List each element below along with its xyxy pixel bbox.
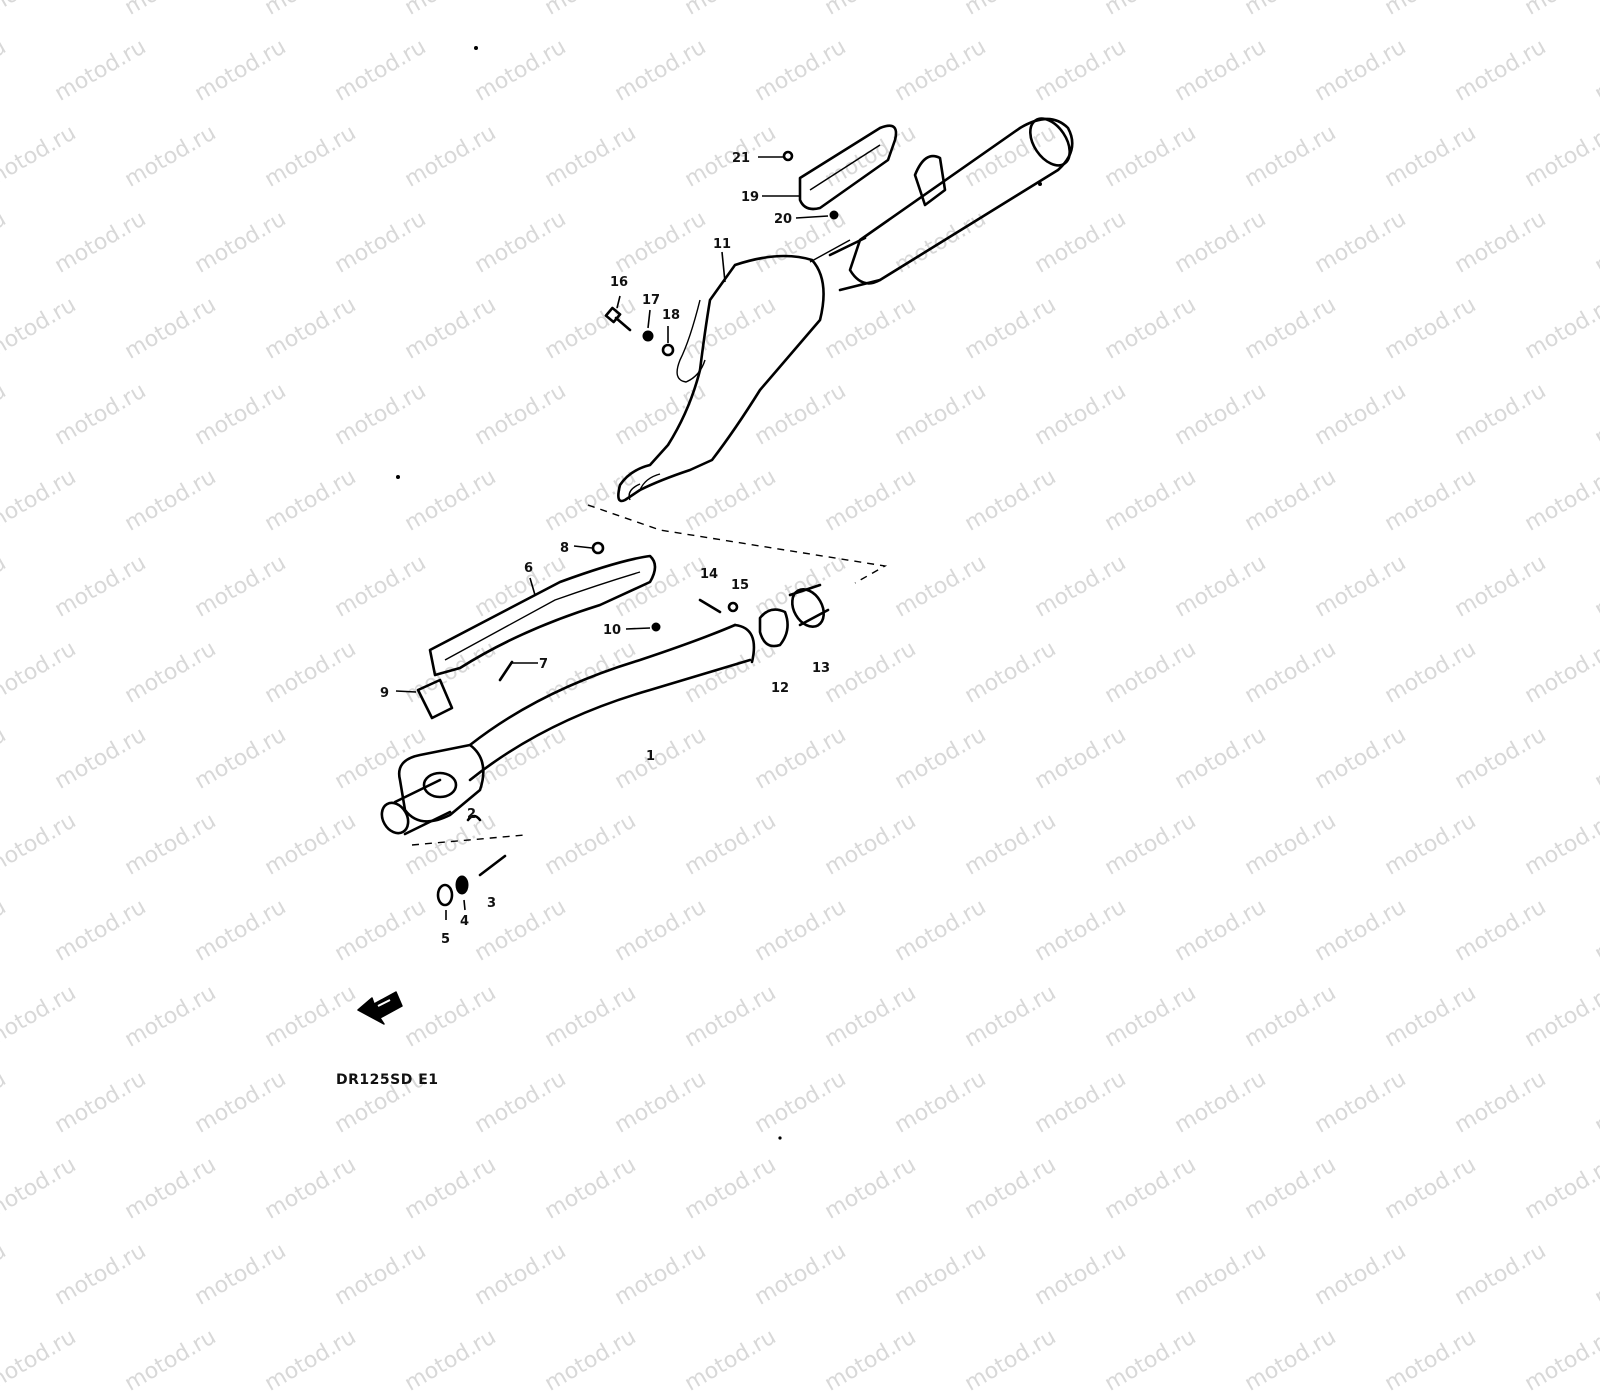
callout-2: 2	[467, 807, 476, 822]
gasket-2	[466, 814, 482, 822]
watermark-text: motod.ru	[820, 1324, 921, 1397]
watermark-text: motod.ru	[400, 1324, 501, 1397]
watermark-text: motod.ru	[680, 1324, 781, 1397]
watermark-text: motod.ru	[1030, 1238, 1131, 1311]
bracket-9	[416, 678, 454, 720]
nut-18	[661, 343, 675, 357]
watermark-text: motod.ru	[50, 1238, 151, 1311]
muffler	[617, 117, 1074, 503]
watermark-text: motod.ru	[960, 1324, 1061, 1397]
callout-10: 10	[603, 623, 621, 638]
watermark-text: motod.ru	[1100, 1324, 1201, 1397]
callout-18: 18	[662, 308, 680, 323]
callout-4: 4	[460, 914, 469, 929]
watermark-text: motod.ru	[190, 1238, 291, 1311]
watermark-text: motod.ru	[890, 1238, 991, 1311]
watermark-text: motod.ru	[1380, 1324, 1481, 1397]
callout-19: 19	[741, 190, 759, 205]
bolt-7	[498, 660, 514, 682]
watermark-text: motod.ru	[1590, 1238, 1600, 1311]
screw-21	[782, 150, 794, 162]
callout-13: 13	[812, 661, 830, 676]
callout-7: 7	[539, 657, 548, 672]
pipe-clamp	[758, 583, 830, 648]
print-specks	[396, 46, 1042, 1140]
model-code-label: DR125SD E1	[336, 1072, 439, 1088]
callout-9: 9	[380, 686, 389, 701]
washer-17	[642, 330, 654, 342]
callout-1: 1	[646, 749, 655, 764]
watermark-text: motod.ru	[120, 1324, 221, 1397]
watermark-text: motod.ru	[260, 1324, 361, 1397]
callouts: 21 19 20 11 16 17 18 8 6 14 15 10 7 13 9…	[380, 151, 830, 947]
stud-3	[478, 854, 507, 877]
watermark-text: motod.ru	[470, 1238, 571, 1311]
muffler-protector	[798, 124, 898, 211]
assembly-lines	[411, 504, 888, 846]
watermark-text: motod.ru	[610, 1238, 711, 1311]
watermark-text: motod.ru	[1310, 1238, 1411, 1311]
callout-11: 11	[713, 237, 731, 252]
callout-16: 16	[610, 275, 628, 290]
nut-5	[436, 883, 454, 907]
direction-arrow-icon	[357, 991, 403, 1025]
callout-6: 6	[524, 561, 533, 576]
watermark-text: motod.ru	[0, 1238, 11, 1311]
callout-12: 12	[771, 681, 789, 696]
washer-4	[455, 875, 469, 895]
watermark-text: motod.ru	[1240, 1324, 1341, 1397]
watermark-text: motod.ru	[0, 1324, 81, 1397]
watermark-text: motod.ru	[750, 1238, 851, 1311]
washer-20	[829, 210, 839, 220]
nut-10	[651, 622, 661, 632]
washer-15	[727, 601, 739, 613]
callout-17: 17	[642, 293, 660, 308]
callout-14: 14	[700, 567, 718, 582]
callout-3: 3	[487, 896, 496, 911]
pipe-protector	[428, 554, 657, 677]
watermark-text: motod.ru	[1520, 1324, 1600, 1397]
exhaust-pipe	[380, 623, 756, 836]
callout-20: 20	[774, 212, 792, 227]
watermark-text: motod.ru	[1450, 1238, 1551, 1311]
watermark-text: motod.ru	[1170, 1238, 1271, 1311]
watermark-text: motod.ru	[540, 1324, 641, 1397]
callout-15: 15	[731, 578, 749, 593]
callout-8: 8	[560, 541, 569, 556]
callout-21: 21	[732, 151, 750, 166]
bolt-16	[604, 306, 632, 332]
watermark-text: motod.ru	[330, 1238, 431, 1311]
callout-5: 5	[441, 932, 450, 947]
leader-lines	[395, 156, 829, 920]
nut-8	[591, 541, 605, 555]
exhaust-parts-diagram: 21 19 20 11 16 17 18 8 6 14 15 10 7 13 9…	[357, 46, 1074, 1140]
bolt-14	[698, 598, 722, 614]
